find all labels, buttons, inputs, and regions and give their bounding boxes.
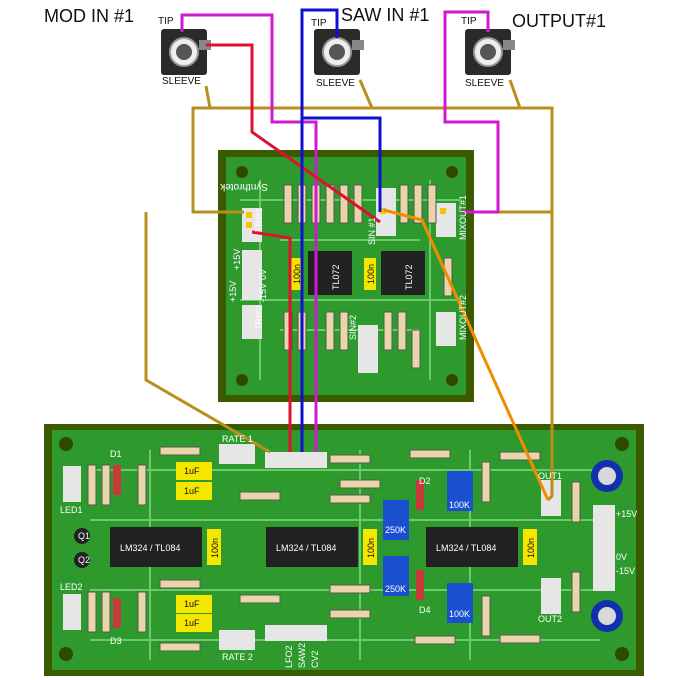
wire-ground: [508, 79, 522, 109]
diode-label: D3: [110, 636, 122, 646]
wire-ground: [193, 106, 554, 214]
power-label: +15V: [616, 509, 637, 519]
rate-label: RATE 2: [222, 652, 253, 662]
jack-mod-in: [161, 29, 211, 75]
wire-ground: [546, 212, 554, 502]
transistor-label: Q2: [78, 555, 90, 565]
power-label: -15V: [616, 566, 635, 576]
jack-output: [465, 29, 515, 75]
label-upper-power-neg: -15V: [258, 283, 268, 302]
jack-tip-label: TIP: [461, 16, 477, 27]
header-label: SAW2: [297, 643, 307, 668]
cap-label-1uf: 1uF: [184, 599, 200, 609]
diode-label: D2: [419, 476, 431, 486]
trimmer-label: 250K: [385, 525, 406, 535]
led-label: LED1: [60, 505, 83, 515]
chip-label-upper-2: TL072: [404, 264, 414, 290]
cap-label-1uf: 1uF: [184, 466, 200, 476]
jack-tip-label: TIP: [158, 16, 174, 27]
wires: [144, 8, 554, 502]
header-label: CV2: [310, 650, 320, 668]
label-tri2: TRI#2: [254, 305, 264, 330]
power-label: 0V: [616, 552, 627, 562]
label-upper-power-15: +15V: [228, 281, 238, 302]
jack-tip-label: TIP: [311, 18, 327, 29]
pcb-labels: Synthrotek TRI#1 TRI#2 SIN #1 SIN#2 MIXO…: [60, 181, 637, 668]
jack-title-mod-in: MOD IN #1: [44, 6, 135, 26]
cap-label-1uf: 1uF: [184, 618, 200, 628]
diode-label: D1: [110, 449, 122, 459]
led-label: LED2: [60, 582, 83, 592]
label-tri1: TRI#1: [254, 207, 264, 232]
wire-saw-in-tip: [302, 116, 382, 212]
label-upper-power-0v: 0V: [258, 269, 268, 280]
jack-saw-in: [314, 29, 364, 75]
transistor-label: Q1: [78, 531, 90, 541]
wire-orange: [383, 208, 550, 501]
upper-pcb: [218, 150, 474, 402]
label-mixout2: MIXOUT#2: [458, 295, 468, 340]
cap-label-upper-1: 100n: [292, 264, 302, 284]
jack-title-output: OUTPUT#1: [512, 11, 607, 31]
chip-label-upper-1: TL072: [331, 264, 341, 290]
out-label: OUT1: [538, 471, 562, 481]
label-sin2: SIN#2: [348, 315, 358, 340]
chip-label-lower-2: LM324 / TL084: [276, 543, 336, 553]
label-mixout1: MIXOUT#1: [458, 195, 468, 240]
jack-sleeve-label: SLEEVE: [465, 78, 504, 89]
wire-red: [206, 43, 381, 224]
jack-sleeve-label: SLEEVE: [316, 78, 355, 89]
pot-label: 100K: [449, 609, 470, 619]
cap-label-1uf: 1uF: [184, 486, 200, 496]
label-sin1: SIN #1: [367, 217, 377, 245]
wire-red: [251, 230, 292, 452]
wire-ground: [358, 79, 374, 109]
diode-label: D4: [419, 605, 431, 615]
wire-output-tip: [443, 10, 500, 214]
pot-label: 100K: [449, 500, 470, 510]
lower-pcb: [44, 424, 644, 676]
cap-label-100n-3: 100n: [526, 538, 536, 558]
wire-ground: [144, 212, 271, 454]
jack-title-saw-in: SAW IN #1: [341, 5, 430, 25]
label-upper-power: +15V: [232, 249, 242, 270]
rate-label: RATE 1: [222, 434, 253, 444]
trimmer-label: 250K: [385, 584, 406, 594]
chip-label-lower-1: LM324 / TL084: [120, 543, 180, 553]
chip-label-lower-3: LM324 / TL084: [436, 543, 496, 553]
header-label: LFO2: [284, 645, 294, 668]
wire-saw-in-tip: [300, 8, 339, 452]
upper-brand-label: Synthrotek: [219, 181, 268, 192]
out-label: OUT2: [538, 614, 562, 624]
cap-label-upper-2: 100n: [366, 264, 376, 284]
jack-sleeve-label: SLEEVE: [162, 76, 201, 87]
cap-label-100n-1: 100n: [210, 538, 220, 558]
cap-label-100n-2: 100n: [366, 538, 376, 558]
